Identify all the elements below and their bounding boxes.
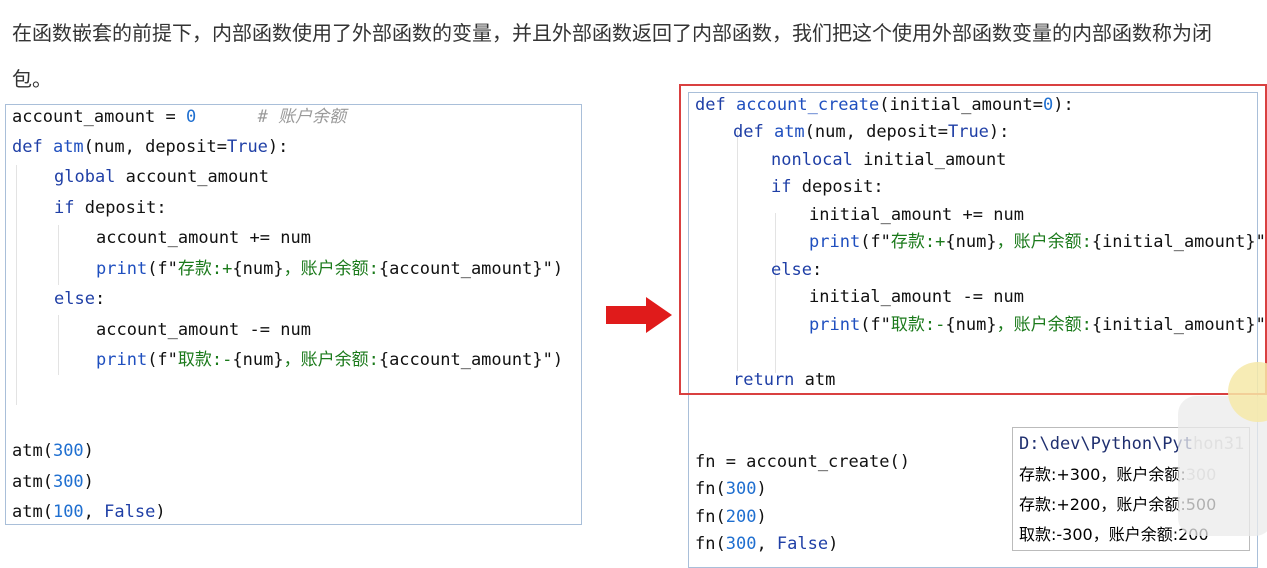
code-line: account_amount = 0 # 账户余额 xyxy=(12,107,347,127)
indent-guide xyxy=(775,213,776,373)
code-line: print(f"存款:+{num}，账户余额:{account_amount}"… xyxy=(96,259,564,279)
code-line: else: xyxy=(54,289,106,309)
code-line: if deposit: xyxy=(771,177,884,197)
code-line: print(f"取款:-{num}，账户余额:{initial_amount}"… xyxy=(809,315,1267,335)
indent-guide xyxy=(16,165,17,405)
left-code-panel: account_amount = 0 # 账户余额 def atm(num, d… xyxy=(5,104,582,525)
code-line: def atm(num, deposit=True): xyxy=(733,122,1010,142)
code-line: print(f"存款:+{num}，账户余额:{initial_amount}"… xyxy=(809,232,1267,252)
code-line: else: xyxy=(771,260,823,280)
code-line: atm(100, False) xyxy=(12,502,166,522)
code-line: account_amount -= num xyxy=(96,320,311,340)
intro-paragraph: 在函数嵌套的前提下，内部函数使用了外部函数的变量，并且外部函数返回了内部函数，我… xyxy=(12,21,1212,91)
indent-guide xyxy=(58,315,59,375)
code-line: atm(300) xyxy=(12,441,94,461)
code-line: global account_amount xyxy=(54,167,269,187)
right-arrow-icon xyxy=(606,297,672,333)
code-line: return atm xyxy=(733,370,836,390)
code-line: fn(300, False) xyxy=(695,534,839,554)
console-line: 存款:+200，账户余额:500 xyxy=(1019,495,1217,514)
code-line: initial_amount -= num xyxy=(809,287,1024,307)
code-line: atm(300) xyxy=(12,472,94,492)
indent-guide xyxy=(58,225,59,285)
code-line: account_amount += num xyxy=(96,228,311,248)
code-line: fn(200) xyxy=(695,507,767,527)
code-line: def atm(num, deposit=True): xyxy=(12,137,289,157)
code-line: def account_create(initial_amount=0): xyxy=(695,95,1074,115)
code-comment: # 账户余额 xyxy=(257,107,347,127)
code-line: print(f"取款:-{num}，账户余额:{account_amount}"… xyxy=(96,350,564,370)
code-line: nonlocal initial_amount xyxy=(771,150,1007,170)
code-line: fn(300) xyxy=(695,479,767,499)
console-line: 取款:-300，账户余额:200 xyxy=(1019,525,1209,544)
code-line: fn = account_create() xyxy=(695,452,910,472)
closure-highlight-frame xyxy=(679,84,1267,395)
code-line: if deposit: xyxy=(54,198,167,218)
code-line: initial_amount += num xyxy=(809,205,1024,225)
indent-guide xyxy=(737,131,738,371)
